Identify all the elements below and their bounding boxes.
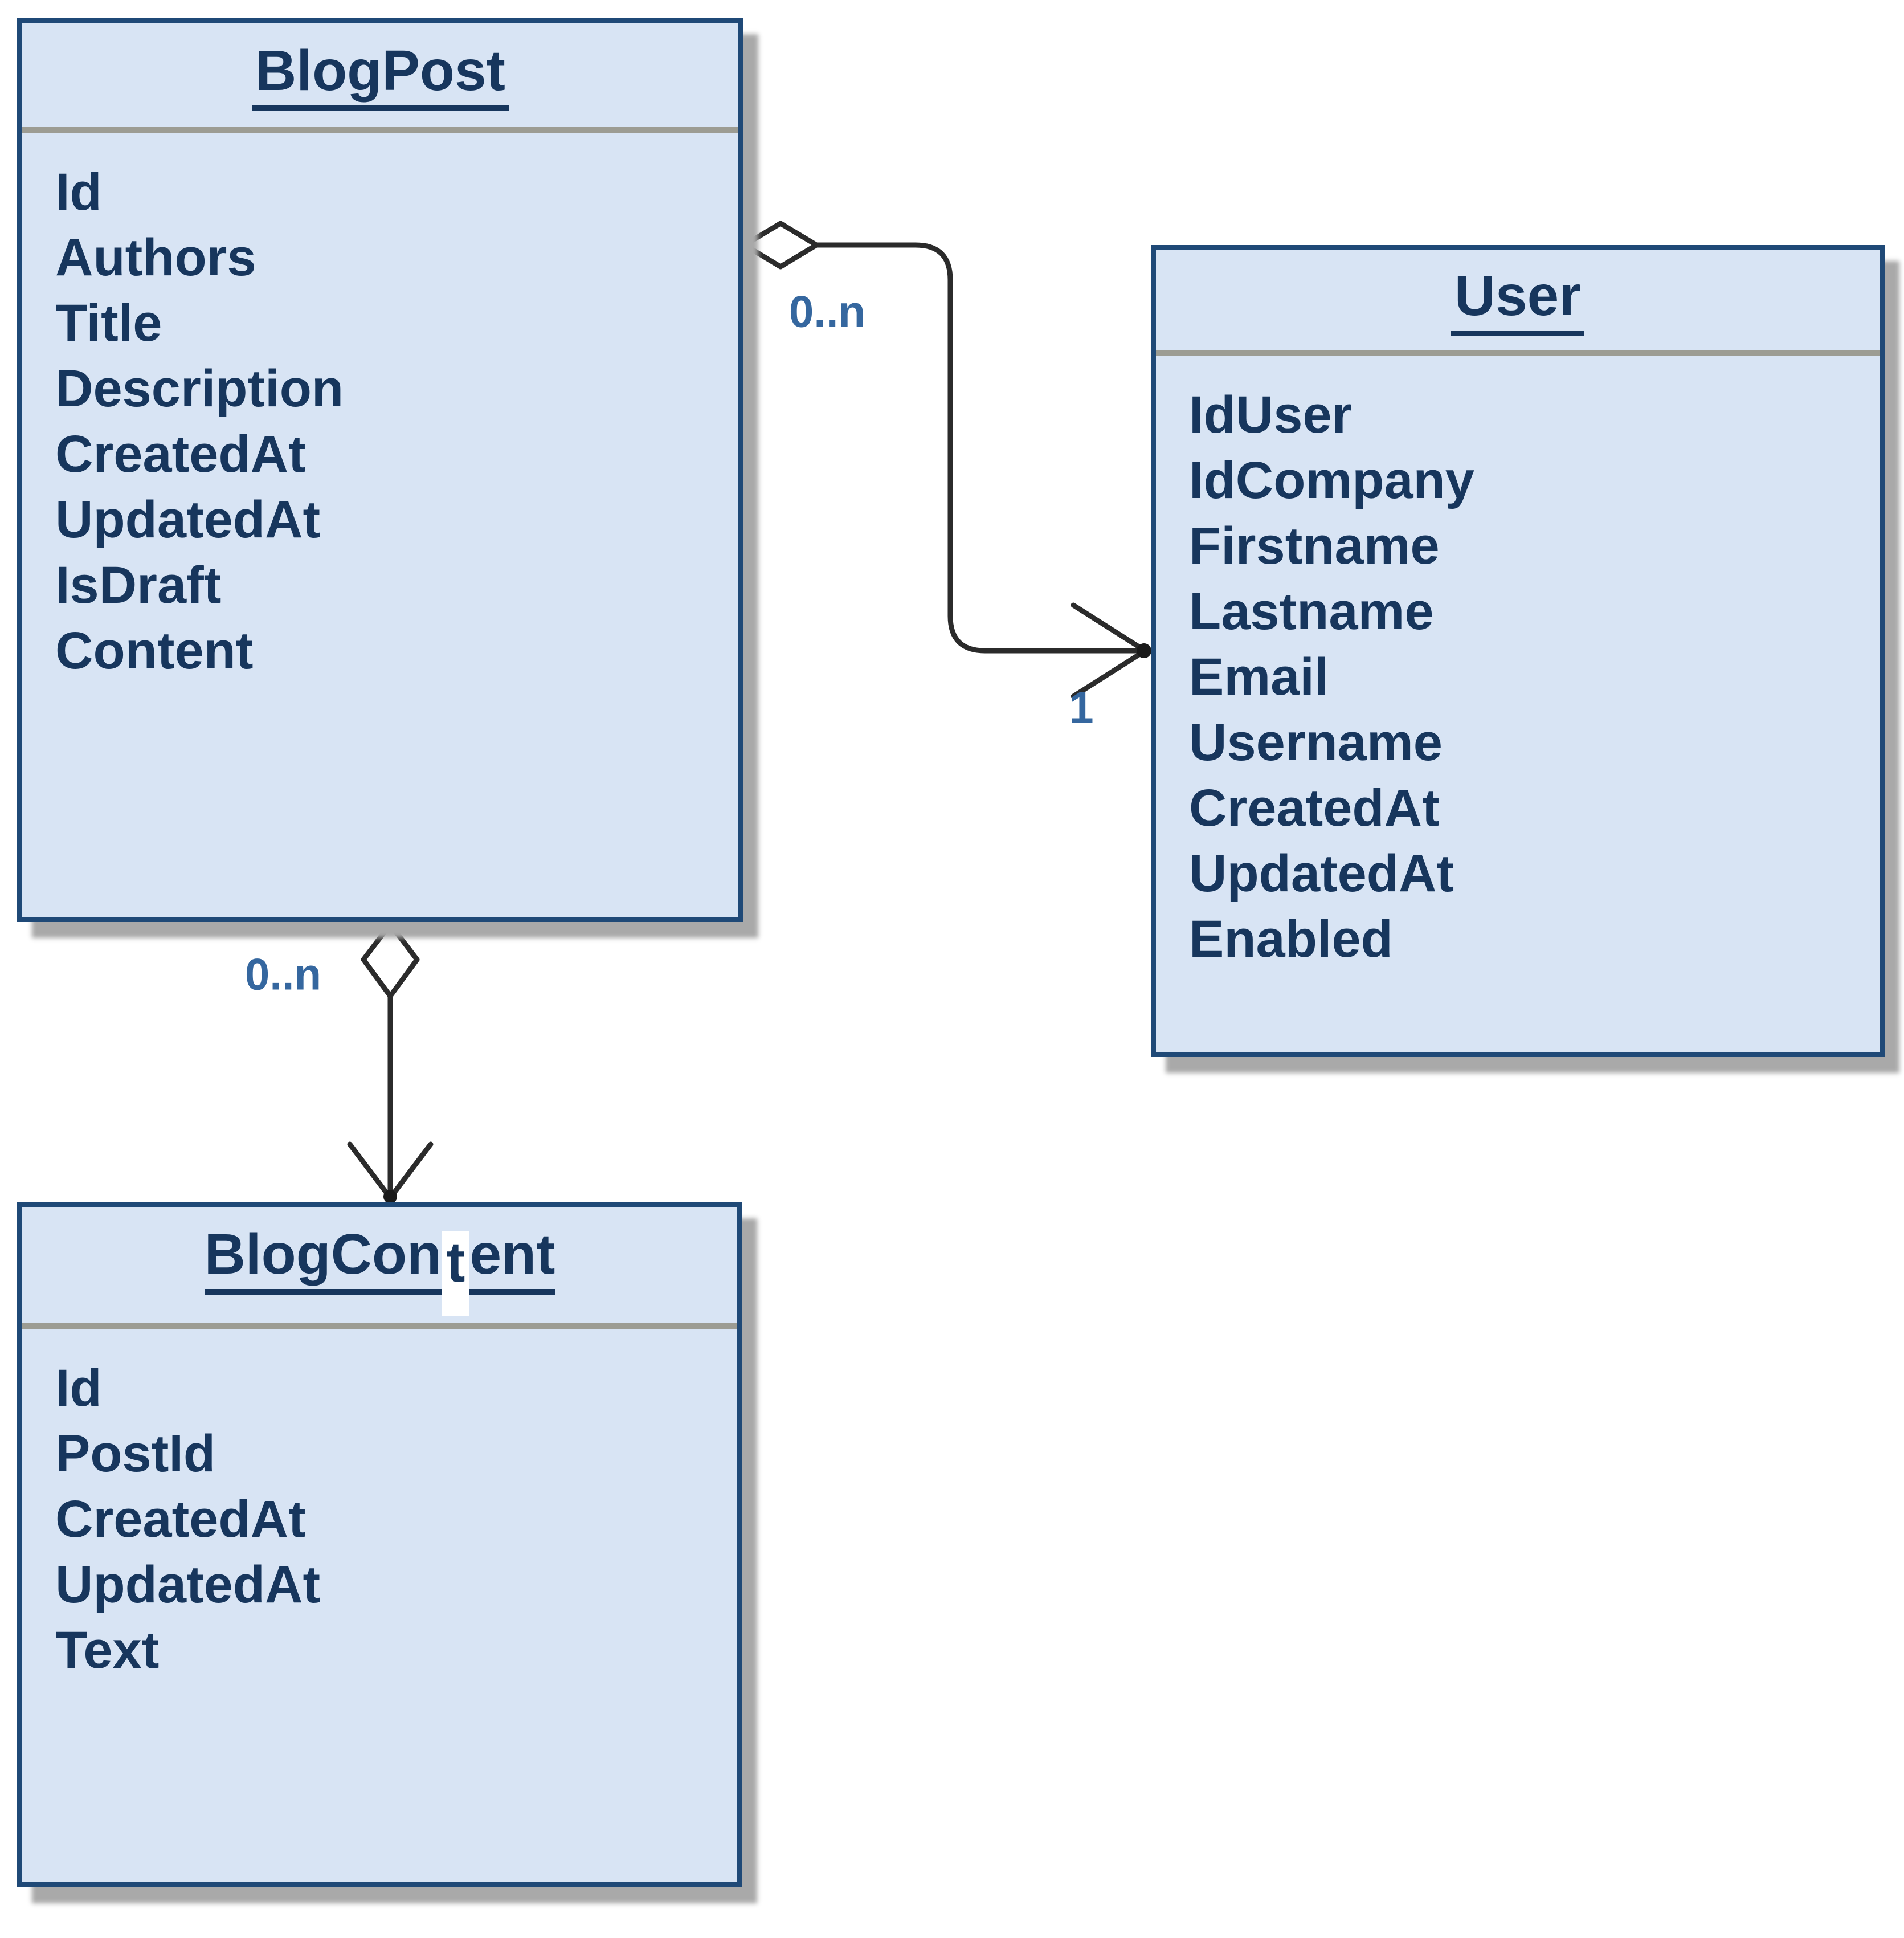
field-row: IdUser (1189, 386, 1353, 444)
multiplicity-label-blogpost-user-target: 1 (1069, 682, 1094, 733)
aggregation-diamond-icon (742, 221, 819, 270)
field-row: Id (55, 1359, 102, 1417)
entity-title-user: User (1451, 264, 1585, 336)
field-row: Text (55, 1621, 160, 1679)
field-row: Authors (55, 229, 256, 287)
field-row: PostId (55, 1425, 216, 1483)
field-row: UpdatedAt (55, 491, 321, 549)
field-row: Enabled (1189, 910, 1393, 968)
render-artifact: t (442, 1230, 470, 1316)
entity-title-blogcontent: BlogCon t ent (204, 1223, 555, 1316)
field-row: IsDraft (55, 556, 222, 614)
entity-blogpost: BlogPost Id Authors Title Description Cr… (17, 18, 743, 922)
field-row: UpdatedAt (55, 1556, 321, 1614)
field-row: Username (1189, 713, 1443, 772)
entity-user: User IdUser IdCompany Firstname Lastname… (1151, 245, 1885, 1057)
field-row: CreatedAt (55, 1490, 306, 1548)
field-row: Title (55, 294, 162, 352)
field-list: Id Authors Title Description CreatedAt U… (22, 133, 738, 684)
multiplicity-label-blogpost-user-source: 0..n (788, 286, 866, 337)
field-row: IdCompany (1189, 451, 1474, 509)
entity-title-blogpost: BlogPost (252, 39, 509, 111)
field-row: Firstname (1189, 517, 1440, 575)
relationship-blogpost-blogcontent (347, 921, 434, 1203)
arrow-tip-dot (383, 1190, 397, 1203)
entity-header: BlogCon t ent (22, 1207, 737, 1329)
field-row: UpdatedAt (1189, 844, 1454, 903)
arrow-tip-dot (1137, 643, 1151, 658)
aggregation-diamond-icon (361, 921, 420, 999)
entity-blogcontent: BlogCon t ent Id PostId CreatedAt Update… (17, 1202, 742, 1887)
field-row: Description (55, 360, 344, 418)
title-segment: ent (469, 1223, 555, 1295)
field-list: Id PostId CreatedAt UpdatedAt Text (22, 1329, 737, 1683)
field-row: CreatedAt (1189, 779, 1440, 837)
field-row: Id (55, 163, 102, 221)
field-row: Lastname (1189, 582, 1434, 640)
entity-header: User (1156, 250, 1880, 356)
field-list: IdUser IdCompany Firstname Lastname Emai… (1156, 356, 1880, 972)
field-row: CreatedAt (55, 425, 306, 483)
entity-header: BlogPost (22, 23, 738, 133)
field-row: Content (55, 622, 254, 680)
arrowhead-icon (347, 1141, 434, 1201)
multiplicity-label-blogpost-blogcontent-source: 0..n (244, 949, 322, 999)
field-row: Email (1189, 648, 1329, 706)
title-segment: BlogCon (204, 1223, 442, 1295)
